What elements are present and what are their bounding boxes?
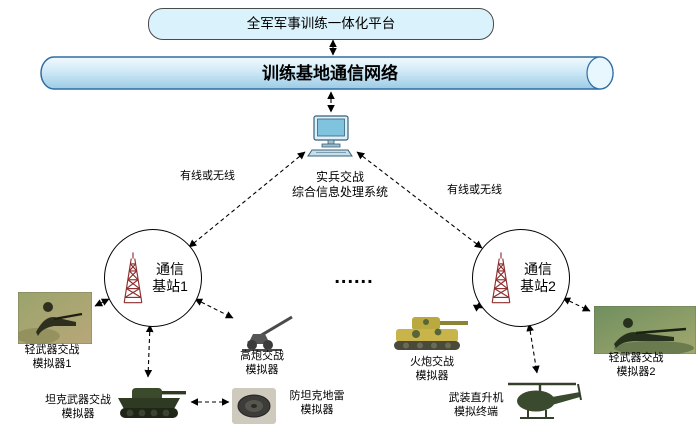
light-weapon-2-label-line1: 轻武器交战 xyxy=(608,352,664,364)
light-weapon-2-label: 轻武器交战 模拟器2 xyxy=(590,352,682,379)
tank-weapon-label-line1: 坦克武器交战 xyxy=(45,394,111,406)
network-label: 训练基地通信网络 xyxy=(262,64,398,83)
light-weapon-1-label: 轻武器交战 模拟器1 xyxy=(6,344,98,371)
station2-label: 通信 基站2 xyxy=(520,261,556,295)
light-weapon-2-label-line2: 模拟器2 xyxy=(616,365,656,378)
connector-station1-aagun xyxy=(194,298,234,319)
link-label-right: 有线或无线 xyxy=(447,184,502,196)
light-weapon-1-photo xyxy=(16,291,93,349)
connector-processor-station1 xyxy=(188,151,306,248)
light-weapon-1-label-line1: 轻武器交战 xyxy=(24,344,80,356)
helicopter-label-line1: 武装直升机 xyxy=(448,392,504,404)
aa-gun-label-line2: 模拟器 xyxy=(245,363,279,376)
station2-label-line2: 基站2 xyxy=(520,278,556,294)
at-mine-label-line1: 防坦克地雷 xyxy=(289,390,345,402)
processor-label: 实兵交战 综合信息处理系统 xyxy=(270,170,410,200)
aa-gun-label: 高炮交战 模拟器 xyxy=(216,350,308,377)
platform-label: 全军军事训练一体化平台 xyxy=(246,16,396,31)
connector-station2-lightweapon2 xyxy=(562,297,591,312)
connector-processor-station2 xyxy=(356,151,483,249)
computer-icon xyxy=(307,115,353,157)
station1-node: 通信 基站1 xyxy=(104,229,202,327)
antenna-tower-icon xyxy=(123,252,143,304)
tank-image xyxy=(110,380,188,427)
station1-label: 通信 基站1 xyxy=(152,261,188,295)
connectors xyxy=(94,39,591,406)
processor-label-line2: 综合信息处理系统 xyxy=(291,185,388,199)
antenna-tower-icon xyxy=(491,252,511,304)
artillery-label-line2: 模拟器 xyxy=(415,369,449,382)
connector-station2-helicopter xyxy=(526,323,540,374)
tank-weapon-label-line2: 模拟器 xyxy=(61,407,95,420)
tank-weapon-label: 坦克武器交战 模拟器 xyxy=(28,394,128,421)
station1-label-line2: 基站1 xyxy=(152,278,188,294)
aa-gun-label-line1: 高炮交战 xyxy=(240,350,284,362)
helicopter-label-line2: 模拟终端 xyxy=(454,405,498,418)
artillery-label-line1: 火炮交战 xyxy=(410,356,454,368)
connector-station1-tank xyxy=(144,324,154,378)
light-weapon-1-label-line2: 模拟器1 xyxy=(32,357,72,370)
helicopter-image xyxy=(504,376,584,435)
artillery-image xyxy=(386,308,472,359)
helicopter-label: 武装直升机 模拟终端 xyxy=(428,392,524,419)
stations-ellipsis: ...... xyxy=(334,266,374,288)
network-cylinder xyxy=(40,56,614,90)
at-mine-label-line2: 模拟器 xyxy=(300,403,334,416)
station2-label-line1: 通信 xyxy=(523,261,552,277)
aa-gun-image xyxy=(236,310,300,357)
anti-tank-mine-image xyxy=(232,388,276,429)
artillery-label: 火炮交战 模拟器 xyxy=(386,356,478,383)
processor-label-line1: 实兵交战 xyxy=(315,170,364,184)
at-mine-label: 防坦克地雷 模拟器 xyxy=(274,390,360,417)
station1-label-line1: 通信 xyxy=(155,261,184,277)
link-label-left: 有线或无线 xyxy=(180,170,235,182)
platform-node: 全军军事训练一体化平台 xyxy=(148,8,494,40)
light-weapon-2-photo xyxy=(593,305,697,359)
station2-node: 通信 基站2 xyxy=(472,229,570,327)
connector-station1-lightweapon1 xyxy=(94,298,110,307)
